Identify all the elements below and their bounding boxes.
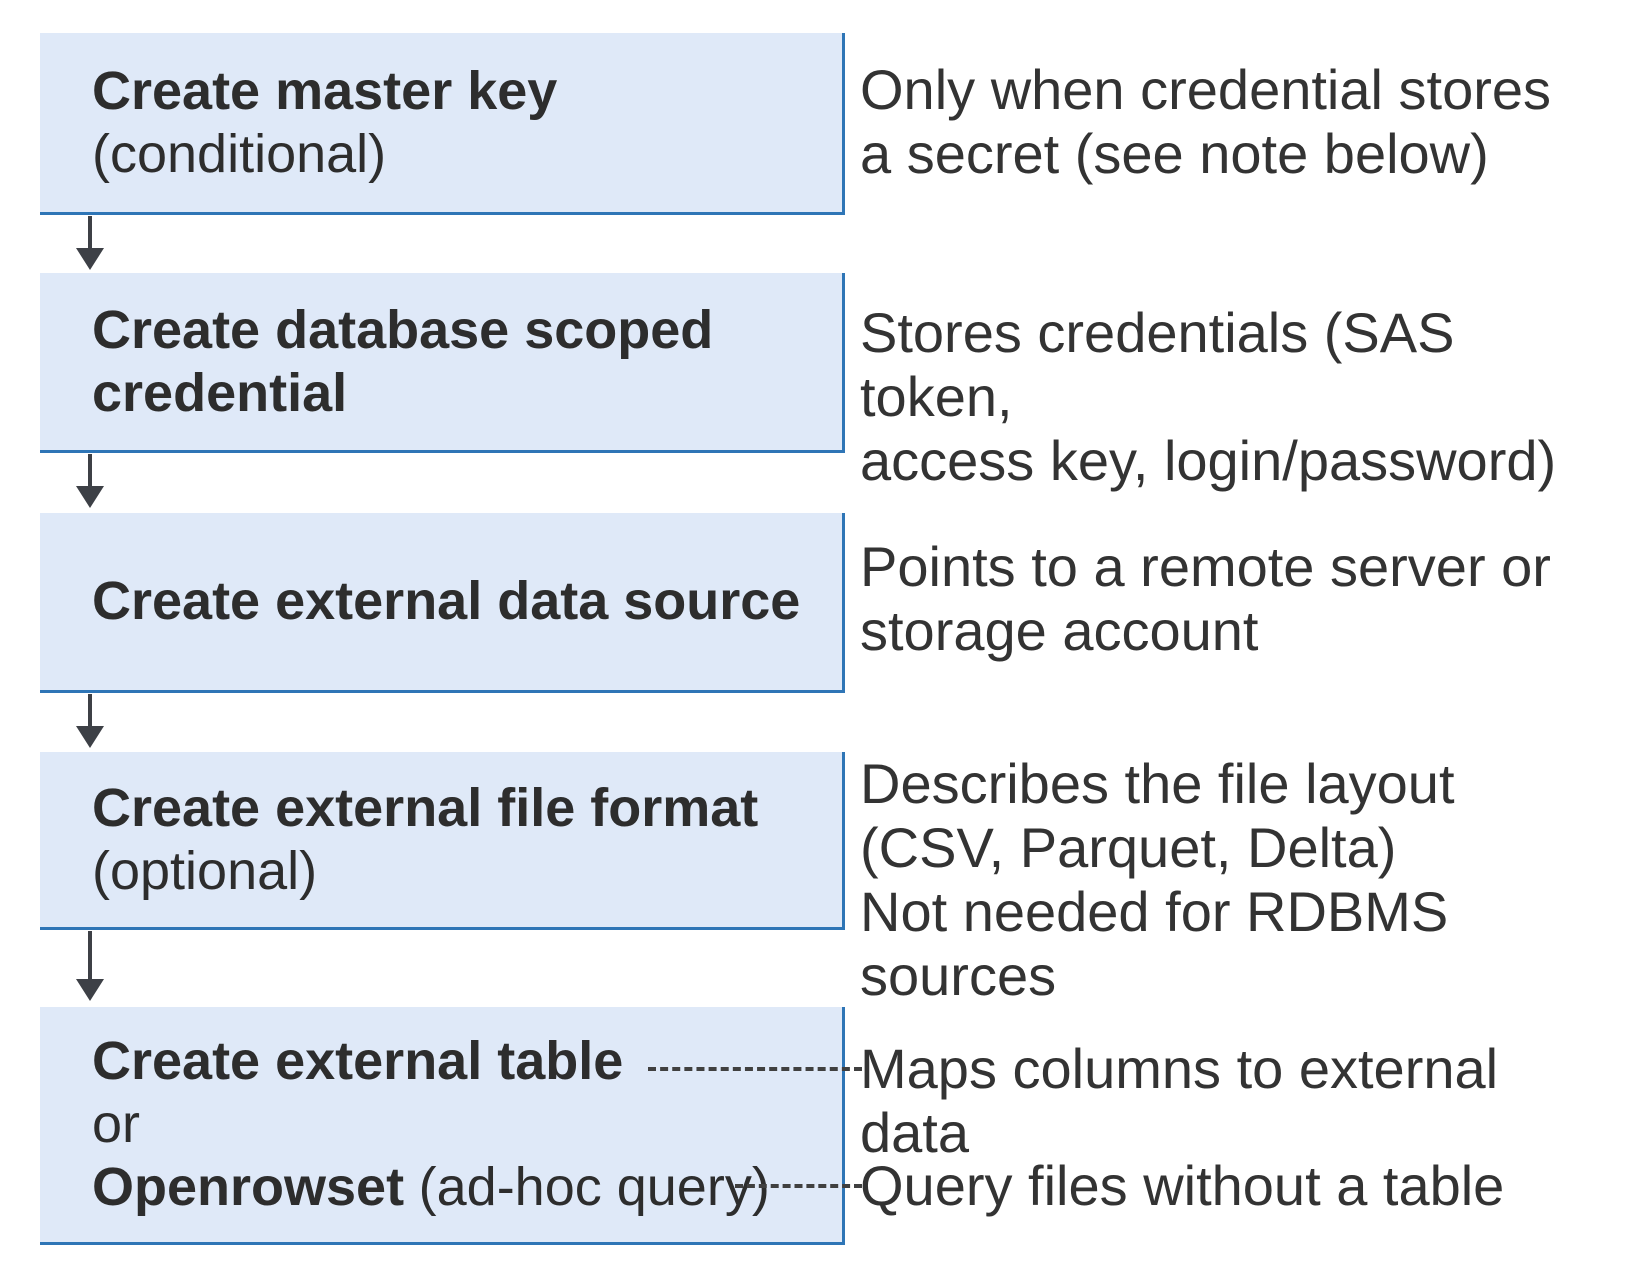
step-title: Create master key: [92, 60, 558, 121]
step-alt-qualifier: (ad-hoc query): [418, 1157, 770, 1217]
step-line: Create master key: [92, 60, 842, 123]
step-line: or: [92, 1093, 842, 1156]
flow-arrow-icon: [76, 216, 104, 270]
note-create-database-scoped-credential: Stores credentials (SAS token, access ke…: [860, 301, 1557, 492]
step-qualifier: (conditional): [92, 123, 387, 184]
note-external-table: Maps columns to external data: [860, 1037, 1499, 1164]
dashed-connector-external-table: [648, 1067, 862, 1071]
step-line: Create database scoped credential: [92, 299, 842, 425]
step-qualifier: (optional): [92, 840, 318, 901]
step-line: Create external table: [92, 1030, 842, 1093]
step-box-create-database-scoped-credential: Create database scoped credential: [40, 273, 845, 453]
dashed-connector-openrowset: [735, 1184, 862, 1188]
note-create-external-data-source: Points to a remote server or storage acc…: [860, 535, 1551, 662]
step-box-create-external-data-source: Create external data source: [40, 513, 845, 693]
step-title: Create external data source: [92, 571, 801, 631]
step-box-create-master-key: Create master key (conditional): [40, 33, 845, 215]
note-create-master-key: Only when credential stores a secret (se…: [860, 58, 1552, 185]
step-alt-title: Openrowset: [92, 1157, 405, 1217]
step-title: Create external file format: [92, 777, 759, 838]
step-line: (optional): [92, 840, 842, 903]
step-box-create-external-table-or-openrowset: Create external table or Openrowset(ad-h…: [40, 1007, 845, 1245]
flow-arrow-icon: [76, 454, 104, 508]
flow-arrow-icon: [76, 694, 104, 748]
step-line: Create external data source: [92, 570, 842, 633]
step-line: Create external file format: [92, 777, 842, 840]
step-title: Create external table: [92, 1031, 624, 1091]
step-line: Openrowset(ad-hoc query): [92, 1156, 842, 1219]
step-or-label: or: [92, 1094, 141, 1154]
step-title: Create database scoped credential: [92, 299, 714, 423]
note-openrowset: Query files without a table: [860, 1154, 1505, 1217]
step-line: (conditional): [92, 123, 842, 186]
flow-arrow-icon: [76, 931, 104, 1001]
step-box-create-external-file-format: Create external file format (optional): [40, 752, 845, 930]
note-create-external-file-format: Describes the file layout (CSV, Parquet,…: [860, 752, 1455, 1007]
